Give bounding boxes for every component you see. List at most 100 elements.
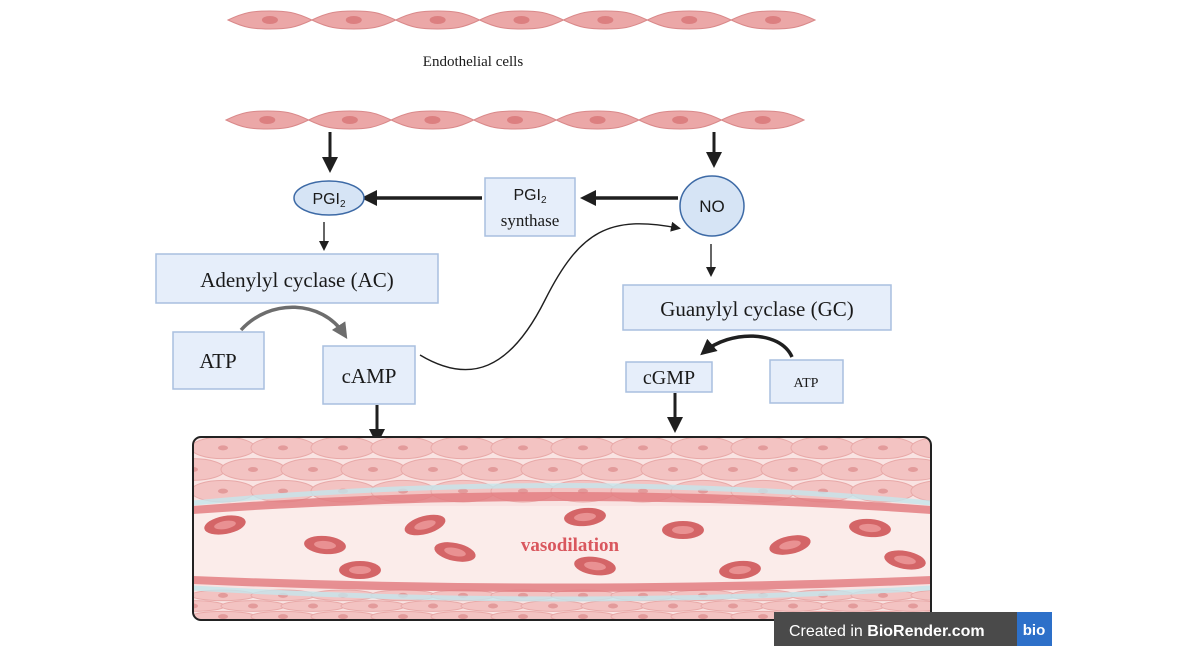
pgi2-synthase-label: PGI [513, 187, 541, 204]
pgi2-label: PGI [312, 191, 340, 208]
no-label: NO [699, 197, 725, 216]
muscle-cell-nucleus [878, 488, 888, 494]
muscle-cell-nucleus [908, 603, 918, 609]
muscle-cell-nucleus [608, 467, 618, 472]
muscle-cell [910, 437, 931, 460]
cgmp-label: cGMP [643, 367, 695, 389]
adenylyl-cyclase-node: Adenylyl cyclase (AC) [155, 253, 439, 304]
pgi2-node: PGI2 [293, 180, 365, 216]
muscle-cell-nucleus [278, 445, 288, 451]
muscle-cell-nucleus [193, 467, 198, 472]
cell-nucleus [597, 16, 614, 24]
muscle-cell-nucleus [818, 445, 828, 451]
biorender-logo-icon [1017, 612, 1052, 646]
pgi2-synthase-node: PGI2 synthase [484, 177, 576, 237]
muscle-cell-nucleus [428, 467, 438, 472]
muscle-cell-nucleus [218, 445, 228, 451]
svg-text:PGI2: PGI2 [312, 191, 346, 210]
muscle-cell-nucleus [278, 614, 288, 620]
muscle-cell-nucleus [158, 593, 168, 598]
muscle-cell-nucleus [398, 445, 408, 451]
endothelial-cell-row-bottom [224, 110, 806, 130]
cell-nucleus [507, 116, 523, 124]
adenylyl-cyclase-label: Adenylyl cyclase (AC) [200, 268, 394, 292]
muscle-cell-nucleus [488, 467, 498, 472]
arrows [239, 132, 794, 445]
cgmp-node: cGMP [625, 361, 713, 393]
muscle-cell-nucleus [938, 593, 948, 598]
red-blood-cells [204, 507, 926, 580]
muscle-cell [910, 589, 931, 602]
cell-nucleus [259, 116, 276, 124]
atp-right-label: ATP [794, 376, 819, 391]
cell-nucleus [589, 116, 606, 124]
muscle-cell-nucleus [278, 488, 288, 494]
muscle-cell-nucleus [308, 603, 318, 609]
muscle-cell-nucleus [848, 467, 858, 472]
cell-nucleus [424, 116, 441, 124]
muscle-cell-nucleus [248, 467, 258, 472]
badge-created-in: Created in [789, 623, 867, 640]
endothelial-cell-row-top [226, 10, 817, 30]
muscle-cell-nucleus [193, 603, 198, 609]
muscle-cell-nucleus [698, 614, 708, 620]
muscle-cell-nucleus [548, 467, 558, 472]
muscle-cell-nucleus [338, 614, 348, 620]
endothelial-cells-label: Endothelial cells [423, 54, 524, 70]
guanylyl-cyclase-node: Guanylyl cyclase (GC) [622, 284, 892, 331]
cell-nucleus [341, 116, 358, 124]
biorender-badge[interactable]: Created in BioRender.com bio [774, 612, 1052, 646]
camp-label: cAMP [342, 364, 397, 388]
muscle-cell-nucleus [608, 603, 618, 609]
cell-nucleus [681, 16, 698, 24]
cell-nucleus [754, 116, 771, 124]
muscle-cell-nucleus [578, 614, 588, 620]
muscle-cell-nucleus [728, 467, 738, 472]
muscle-cell-nucleus [488, 603, 498, 609]
muscle-cell-nucleus [218, 614, 228, 620]
svg-text:PGI2: PGI2 [513, 187, 547, 206]
muscle-cell-nucleus [668, 467, 678, 472]
muscle-cell [193, 437, 196, 460]
muscle-cell-nucleus [788, 603, 798, 609]
atp-left-node: ATP [172, 331, 265, 390]
muscle-cell-nucleus [758, 614, 768, 620]
arrow-atp-to-cgmp [700, 334, 794, 358]
muscle-cell-nucleus [758, 445, 768, 451]
muscle-cell-nucleus [248, 603, 258, 609]
muscle-cell-nucleus [218, 592, 228, 598]
muscle-cell-nucleus [308, 467, 318, 472]
muscle-cell-nucleus [458, 614, 468, 620]
muscle-cell-nucleus [428, 603, 438, 609]
muscle-cell-nucleus [548, 603, 558, 609]
atp-left-label: ATP [199, 349, 236, 373]
camp-node: cAMP [322, 345, 416, 405]
muscle-cell [193, 589, 196, 602]
muscle-cell-nucleus [518, 614, 528, 620]
arrow-atp-to-camp [239, 305, 348, 340]
muscle-cell-nucleus [638, 445, 648, 451]
arrow-camp-to-no [419, 221, 681, 371]
muscle-cell-nucleus [398, 614, 408, 620]
muscle-cell-nucleus [518, 445, 528, 451]
muscle-cell-nucleus [368, 603, 378, 609]
muscle-cell-nucleus [878, 592, 888, 598]
muscle-cell-nucleus [578, 445, 588, 451]
muscle-cell-nucleus [158, 445, 168, 450]
cell-nucleus [261, 16, 278, 24]
guanylyl-cyclase-label: Guanylyl cyclase (GC) [660, 297, 854, 321]
muscle-cell-nucleus [668, 603, 678, 609]
vasodilation-label: vasodilation [521, 535, 620, 556]
muscle-cell-nucleus [938, 445, 948, 450]
cell-nucleus [513, 16, 530, 24]
muscle-cell-nucleus [458, 488, 468, 494]
muscle-cell-nucleus [878, 445, 888, 451]
muscle-cell-nucleus [158, 614, 168, 619]
pgi2-synthase-line2: synthase [501, 211, 560, 230]
muscle-cell-nucleus [938, 489, 948, 494]
muscle-cell-nucleus [638, 614, 648, 620]
blood-vessel: vasodilation [158, 436, 948, 621]
muscle-cell-nucleus [158, 489, 168, 494]
muscle-cell-nucleus [638, 488, 648, 494]
